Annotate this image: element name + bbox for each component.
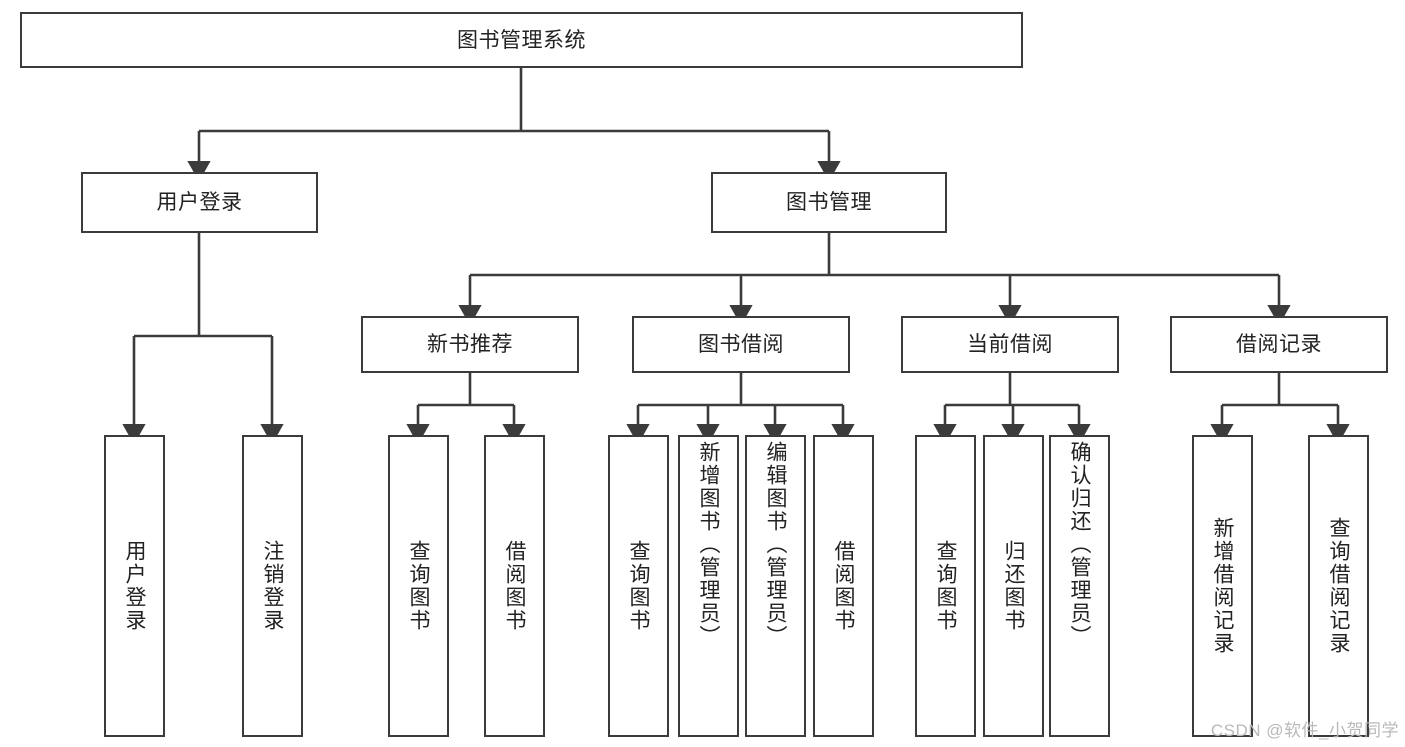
node-leaf-query-book-3[interactable]: 查询图书 bbox=[915, 435, 976, 737]
node-leaf-borrow-book-1[interactable]: 借阅图书 bbox=[484, 435, 545, 737]
node-new-book-recommend[interactable]: 新书推荐 bbox=[361, 316, 579, 373]
node-leaf-query-book-2[interactable]: 查询图书 bbox=[608, 435, 669, 737]
node-root[interactable]: 图书管理系统 bbox=[20, 12, 1023, 68]
node-leaf-borrow-book-2[interactable]: 借阅图书 bbox=[813, 435, 874, 737]
node-leaf-logout[interactable]: 注销登录 bbox=[242, 435, 303, 737]
node-leaf-confirm-return-admin[interactable]: 确认归还（管理员） bbox=[1049, 435, 1110, 737]
node-book-management[interactable]: 图书管理 bbox=[711, 172, 947, 233]
node-current-borrow[interactable]: 当前借阅 bbox=[901, 316, 1119, 373]
node-borrow-record[interactable]: 借阅记录 bbox=[1170, 316, 1388, 373]
node-book-borrow[interactable]: 图书借阅 bbox=[632, 316, 850, 373]
watermark-text: CSDN @软件_小贺同学 bbox=[1210, 721, 1399, 740]
node-leaf-user-login[interactable]: 用户登录 bbox=[104, 435, 165, 737]
node-leaf-query-borrow-record[interactable]: 查询借阅记录 bbox=[1308, 435, 1369, 737]
node-leaf-add-book-admin[interactable]: 新增图书（管理员） bbox=[678, 435, 739, 737]
node-leaf-query-book-1[interactable]: 查询图书 bbox=[388, 435, 449, 737]
node-leaf-edit-book-admin[interactable]: 编辑图书（管理员） bbox=[745, 435, 806, 737]
node-leaf-return-book[interactable]: 归还图书 bbox=[983, 435, 1044, 737]
node-user-login[interactable]: 用户登录 bbox=[81, 172, 318, 233]
node-leaf-add-borrow-record[interactable]: 新增借阅记录 bbox=[1192, 435, 1253, 737]
